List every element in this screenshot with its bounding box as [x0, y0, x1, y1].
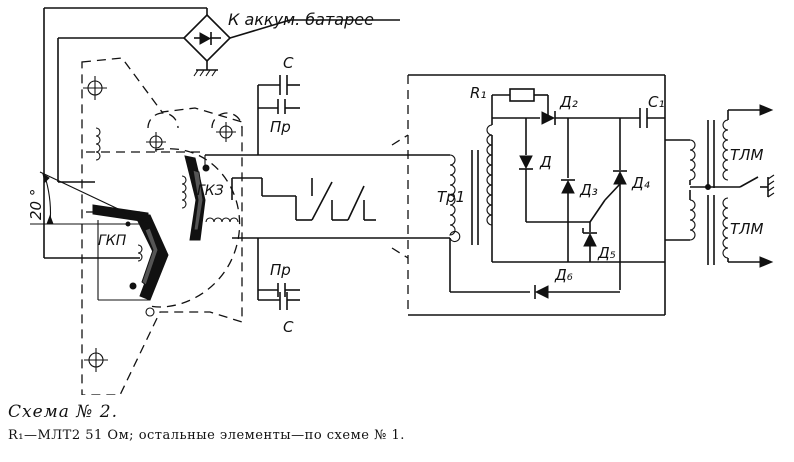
capacitor-c-bottom [258, 292, 300, 310]
ground-switch [690, 174, 775, 198]
d2-label: Д₂ [559, 93, 578, 111]
electronic-block [391, 74, 666, 316]
d6-label: Д₆ [554, 266, 573, 284]
resistor-r1 [509, 88, 535, 102]
c-bottom-label: С [283, 318, 294, 336]
d3-label: Д₃ [579, 181, 598, 199]
figure-title: Схема № 2. [8, 402, 118, 422]
diode-d3 [561, 179, 575, 194]
tlm-bottom-label: ТЛМ [730, 220, 763, 238]
thyristor-d4 [604, 170, 627, 201]
figure-note: R₁—МЛТ2 51 Ом; остальные элементы—по схе… [8, 428, 405, 443]
bridge-rectifier [43, 7, 400, 182]
capacitor-c-top [257, 75, 300, 155]
d4-label: Д₄ [631, 174, 650, 192]
generator-magnets [92, 155, 206, 301]
capacitor-c1 [639, 108, 648, 128]
switch-block [231, 177, 376, 221]
battery-label: К аккум. батарее [228, 10, 374, 29]
pr-bottom-label: Пр [270, 261, 291, 279]
c1-label: С₁ [648, 93, 665, 111]
diode-d6 [534, 285, 549, 299]
fuse-pr-bottom [257, 238, 300, 300]
tr1-label: Тр1 [437, 188, 465, 206]
transformer-tr1 [449, 124, 493, 245]
fuse-pr-top [258, 99, 300, 114]
transformer-tlm-top [665, 104, 774, 188]
r1-label: R₁ [470, 84, 486, 102]
gkp-label: ГКП [98, 233, 127, 249]
transformer-tlm-bottom [665, 190, 774, 268]
gkz-label: ГКЗ [197, 183, 224, 199]
generator-housing [81, 57, 243, 395]
diode-d [519, 155, 533, 170]
d-label: Д [539, 153, 552, 171]
tlm-top-label: ТЛМ [730, 146, 763, 164]
pr-top-label: Пр [270, 118, 291, 136]
generator-coils [97, 155, 239, 301]
angle-label: 20 ° [27, 189, 45, 220]
circuit-schematic: К аккум. батарее [27, 7, 775, 395]
d5-label: Д₅ [597, 244, 616, 262]
c-top-label: С [283, 54, 294, 72]
